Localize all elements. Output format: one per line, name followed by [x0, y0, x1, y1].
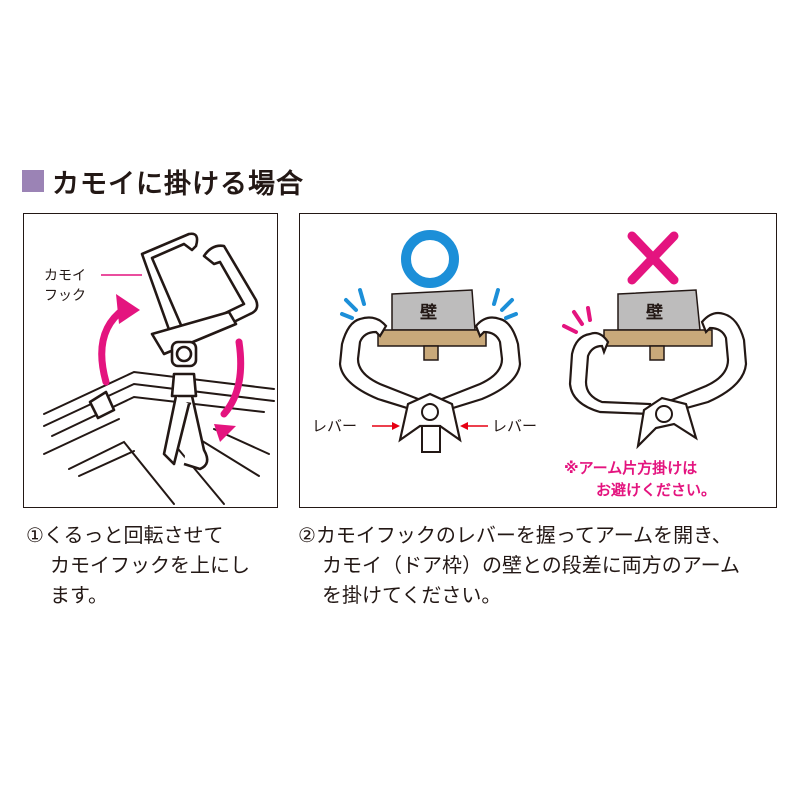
step2-illustration-panel: 壁 レバー レバー 壁: [299, 213, 777, 508]
section-heading: カモイに掛ける場合: [22, 163, 304, 200]
incorrect-example: 壁 ※アーム片方掛けは お避けください。: [562, 289, 748, 499]
warning-line1: ※アーム片方掛けは: [564, 459, 697, 477]
step1-caption: ①くるっと回転させて カモイフックを上にし ます。: [26, 520, 250, 610]
step1-line1: ①くるっと回転させて: [26, 523, 224, 547]
lever-label-right: レバー: [492, 417, 537, 435]
step2-line2: カモイ（ドア枠）の壁との段差に両方のアーム: [322, 553, 740, 577]
step2-line3: を掛けてください。: [322, 583, 502, 607]
hook-label-line2: フック: [44, 288, 86, 304]
ng-cross-icon: [627, 231, 679, 285]
step2-caption: ②カモイフックのレバーを握ってアームを開き、 カモイ（ドア枠）の壁との段差に両方…: [298, 520, 740, 610]
hook-usage-illustration: 壁 レバー レバー 壁: [312, 230, 748, 499]
lever-label-left: レバー: [312, 417, 357, 435]
section-title: カモイに掛ける場合: [52, 168, 304, 200]
wall-label-right: 壁: [646, 302, 663, 323]
step2-line1: ②カモイフックのレバーを握ってアームを開き、: [298, 523, 732, 547]
section-marker: [22, 170, 44, 192]
step1-line2: カモイフックを上にし: [50, 553, 250, 577]
hook-label-line1: カモイ: [44, 268, 86, 284]
step1-illustration-panel: カモイ フック: [23, 213, 278, 508]
correct-example: 壁 レバー レバー: [312, 288, 537, 453]
warning-line2: お避けください。: [596, 481, 716, 499]
ok-circle-icon: [401, 230, 459, 288]
hook-rotation-illustration: カモイ フック: [43, 232, 275, 505]
wall-label-left: 壁: [420, 302, 437, 323]
step1-line3: ます。: [50, 583, 108, 607]
